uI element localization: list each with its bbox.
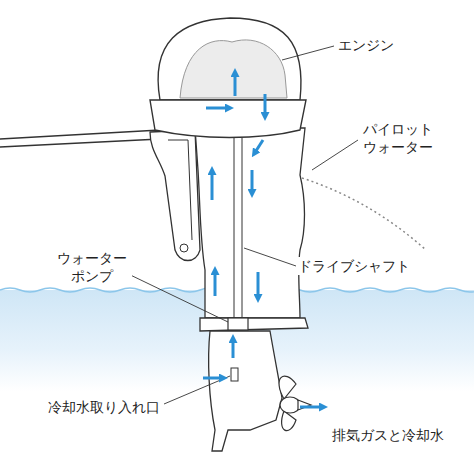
pilot-water-stream — [302, 178, 426, 250]
drive-shaft — [234, 135, 242, 320]
top-cowling — [158, 18, 301, 100]
part-label: 排気ガスと冷却水 — [330, 426, 446, 444]
part-label: 冷却水取り入れ口 — [46, 398, 162, 416]
lower-unit — [209, 331, 282, 451]
part-label: パイロット ウォーター — [358, 120, 438, 156]
water-pump — [228, 318, 248, 330]
clamp-detail — [168, 140, 192, 240]
water-intake — [231, 368, 238, 381]
part-label: ドライブシャフト — [296, 257, 412, 275]
leader-lines — [120, 46, 358, 404]
engine-block — [180, 40, 287, 98]
anti-ventilation-plate — [200, 318, 308, 331]
shaft-housing — [195, 128, 305, 318]
clamp-bolt — [180, 244, 188, 252]
part-label: エンジン — [336, 36, 396, 54]
flow-arrows — [203, 72, 324, 407]
tiller — [0, 130, 160, 147]
clamp-bracket — [150, 130, 200, 261]
part-label: ウォーター ポンプ — [52, 249, 132, 285]
propeller — [279, 376, 311, 431]
lower-cowling — [150, 100, 306, 138]
